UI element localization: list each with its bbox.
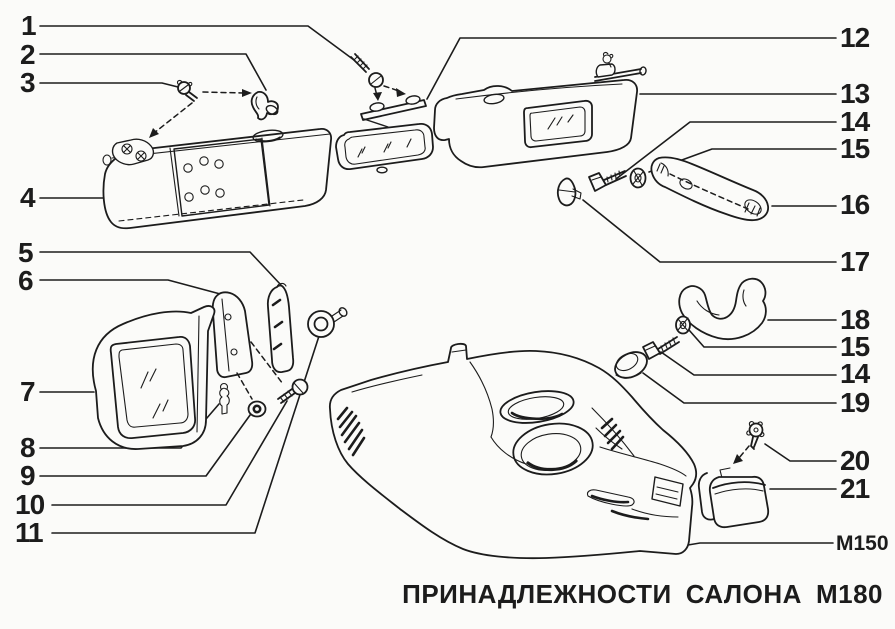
callout-1: 1 bbox=[21, 10, 37, 41]
part-coat-hook-18 bbox=[678, 277, 767, 340]
part-center-console bbox=[328, 342, 698, 560]
callout-7: 7 bbox=[20, 376, 36, 407]
figure-caption: ПРИНАДЛЕЖНОСТИ САЛОНА М180 bbox=[402, 580, 883, 609]
caption-word-1: ПРИНАДЛЕЖНОСТИ bbox=[402, 579, 672, 609]
assembly-dashed-guides bbox=[236, 341, 284, 400]
callout-3: 3 bbox=[20, 67, 36, 98]
part-wing-screw-3 bbox=[149, 79, 252, 138]
callout-4: 4 bbox=[20, 182, 36, 213]
callout-10: 10 bbox=[15, 489, 45, 520]
part-washer-9 bbox=[247, 400, 267, 418]
callout-8: 8 bbox=[20, 432, 36, 463]
part-washer-15-top bbox=[629, 167, 647, 189]
callout-19: 19 bbox=[840, 387, 870, 418]
part-mirror-gasket-5 bbox=[266, 282, 295, 373]
part-mirror-screw-1 bbox=[350, 53, 406, 101]
part-trim-plug-17 bbox=[556, 177, 582, 207]
callout-17: 17 bbox=[840, 246, 870, 277]
callout-18: 18 bbox=[840, 304, 870, 335]
callout-20: 20 bbox=[840, 445, 870, 476]
part-clip-8 bbox=[219, 382, 230, 415]
callout-16: 16 bbox=[840, 189, 870, 220]
part-screw-14-top bbox=[588, 170, 627, 192]
part-sun-visor-right bbox=[433, 51, 647, 169]
part-door-mirror-7 bbox=[91, 305, 216, 450]
part-sun-visor-left bbox=[102, 127, 333, 230]
part-visor-hook-2 bbox=[250, 90, 279, 121]
part-washer-15-bottom bbox=[675, 315, 691, 335]
part-adjuster-knob-11 bbox=[307, 307, 348, 338]
callout-5: 5 bbox=[18, 237, 34, 268]
caption-code: М180 bbox=[815, 579, 883, 609]
part-screw-20 bbox=[733, 421, 765, 464]
part-bolt-10 bbox=[277, 378, 309, 404]
callout-11: 11 bbox=[15, 517, 44, 548]
callout-14b: 14 bbox=[840, 358, 870, 389]
caption-word-2: САЛОНА bbox=[685, 579, 802, 609]
part-screw-14-bottom bbox=[642, 336, 680, 360]
part-rearview-mirror bbox=[335, 122, 434, 174]
callout-13: 13 bbox=[840, 78, 870, 109]
callout-15: 15 bbox=[840, 133, 870, 164]
part-grab-handle-16 bbox=[650, 156, 769, 222]
callout-15b: 15 bbox=[840, 331, 870, 362]
callout-14: 14 bbox=[840, 106, 870, 137]
part-mirror-plate-6 bbox=[211, 291, 254, 379]
callout-leader-lines bbox=[39, 25, 837, 547]
callout-21: 21 bbox=[840, 473, 870, 504]
callout-2: 2 bbox=[20, 39, 36, 70]
console-ref-label: М150 bbox=[836, 532, 889, 555]
callout-12: 12 bbox=[840, 22, 870, 53]
callout-9: 9 bbox=[20, 460, 36, 491]
callout-6: 6 bbox=[18, 265, 34, 296]
part-console-pocket-21 bbox=[697, 467, 770, 529]
part-cover-cap-19 bbox=[614, 351, 648, 379]
